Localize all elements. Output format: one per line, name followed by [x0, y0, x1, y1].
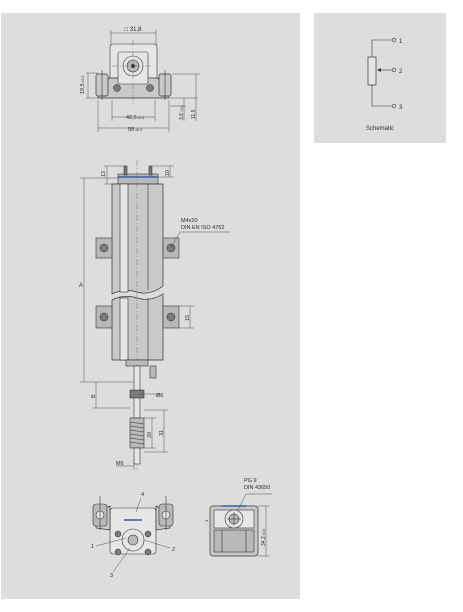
- dim-M6-label: M6: [116, 461, 124, 467]
- dim-31-label: 31: [159, 430, 165, 436]
- screw-label-1: M4x20: [181, 218, 198, 224]
- screw-icon: [166, 312, 176, 322]
- gland-label-2: DIN 43650: [244, 485, 270, 491]
- bolt-icon: [114, 548, 122, 556]
- dim-34-label: 34,2±0,5: [261, 529, 267, 546]
- callout-1: 1: [91, 544, 94, 550]
- bolt-icon: [113, 84, 121, 92]
- bolt-icon: [114, 530, 122, 538]
- side-view: 12 10 M4x20 DIN EN ISO 4762 A: [79, 160, 230, 470]
- bottom-view: 1 2 3 4: [91, 492, 175, 579]
- top-view: □ 31,8 19,5±0,3 42,5±0,2 58±0,3: [80, 27, 200, 133]
- dim-12-label: 12: [101, 171, 107, 177]
- dim-11-5-label: 11,5: [191, 109, 197, 119]
- cylinder-lower: [111, 293, 164, 361]
- dim-width-label: 42,5±0,2: [126, 115, 145, 121]
- dim-A-label: A: [79, 283, 83, 289]
- schematic-panel: [314, 13, 446, 143]
- dim-overall-label: 58±0,3: [128, 127, 142, 133]
- dim-20-label: 20: [147, 432, 153, 438]
- gland-label-1: PG 9: [244, 478, 257, 484]
- callout-2: 2: [172, 547, 175, 553]
- dim-height-label: 19,5±0,3: [80, 75, 86, 94]
- dim-1-label: 1: [204, 519, 209, 522]
- bolt-icon: [146, 84, 154, 92]
- dim-B-label: B: [91, 394, 97, 398]
- bolt-icon: [144, 548, 152, 556]
- cylinder-upper: [111, 183, 164, 295]
- screw-icon: [99, 312, 109, 322]
- bolt-icon: [144, 530, 152, 538]
- dim-10-label: 10: [165, 170, 171, 176]
- dim-15-label: 15: [185, 315, 191, 321]
- dim-square-label: □ 31,8: [125, 27, 143, 33]
- end-view: PG 9 DIN 43650 34,2±0,5 1: [204, 478, 272, 557]
- screw-icon: [99, 243, 109, 253]
- top-cap: [117, 173, 159, 185]
- screw-label-2: DIN EN ISO 4762: [181, 225, 224, 231]
- callout-4: 4: [141, 492, 144, 498]
- dim-3-8-label: 3,8+0,4: [179, 105, 185, 120]
- callout-3: 3: [110, 573, 113, 579]
- dim-rod-label: Ø6: [156, 393, 163, 399]
